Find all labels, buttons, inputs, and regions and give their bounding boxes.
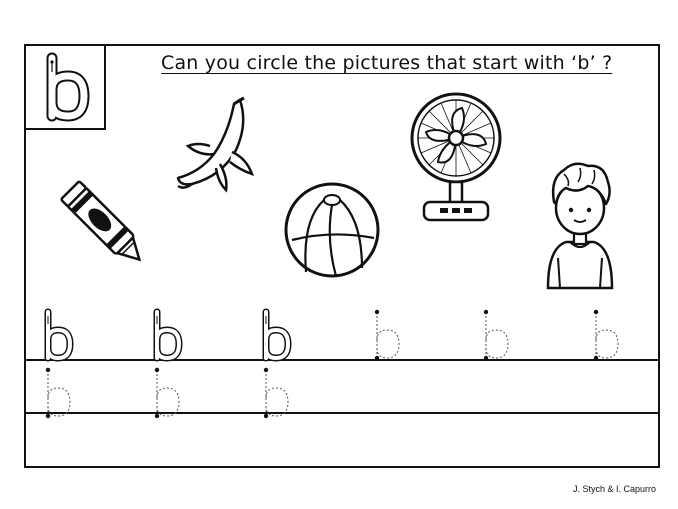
baseline-1	[26, 359, 658, 361]
letter-box	[26, 46, 106, 130]
trace-letter-solid	[153, 308, 183, 362]
trace-letter-dotted	[374, 309, 400, 361]
trace-letter-dotted	[483, 309, 509, 361]
trace-letter-dotted	[593, 309, 619, 361]
boy-icon[interactable]	[540, 158, 620, 290]
trace-letter-dotted	[263, 367, 289, 419]
trace-letter-solid	[262, 308, 292, 362]
worksheet-title: Can you circle the pictures that start w…	[161, 52, 613, 74]
fan-icon[interactable]	[406, 92, 506, 228]
crayon-icon[interactable]	[52, 172, 156, 282]
ball-icon[interactable]	[282, 180, 382, 280]
banana-icon[interactable]	[170, 94, 262, 198]
trace-letter-dotted	[154, 367, 180, 419]
large-letter-b-icon	[46, 52, 90, 122]
worksheet-frame: Can you circle the pictures that start w…	[24, 44, 660, 468]
baseline-2	[26, 412, 658, 414]
trace-letter-dotted	[45, 367, 71, 419]
credit-text: J. Stych & I. Capurro	[572, 484, 656, 494]
trace-letter-solid	[44, 308, 74, 362]
